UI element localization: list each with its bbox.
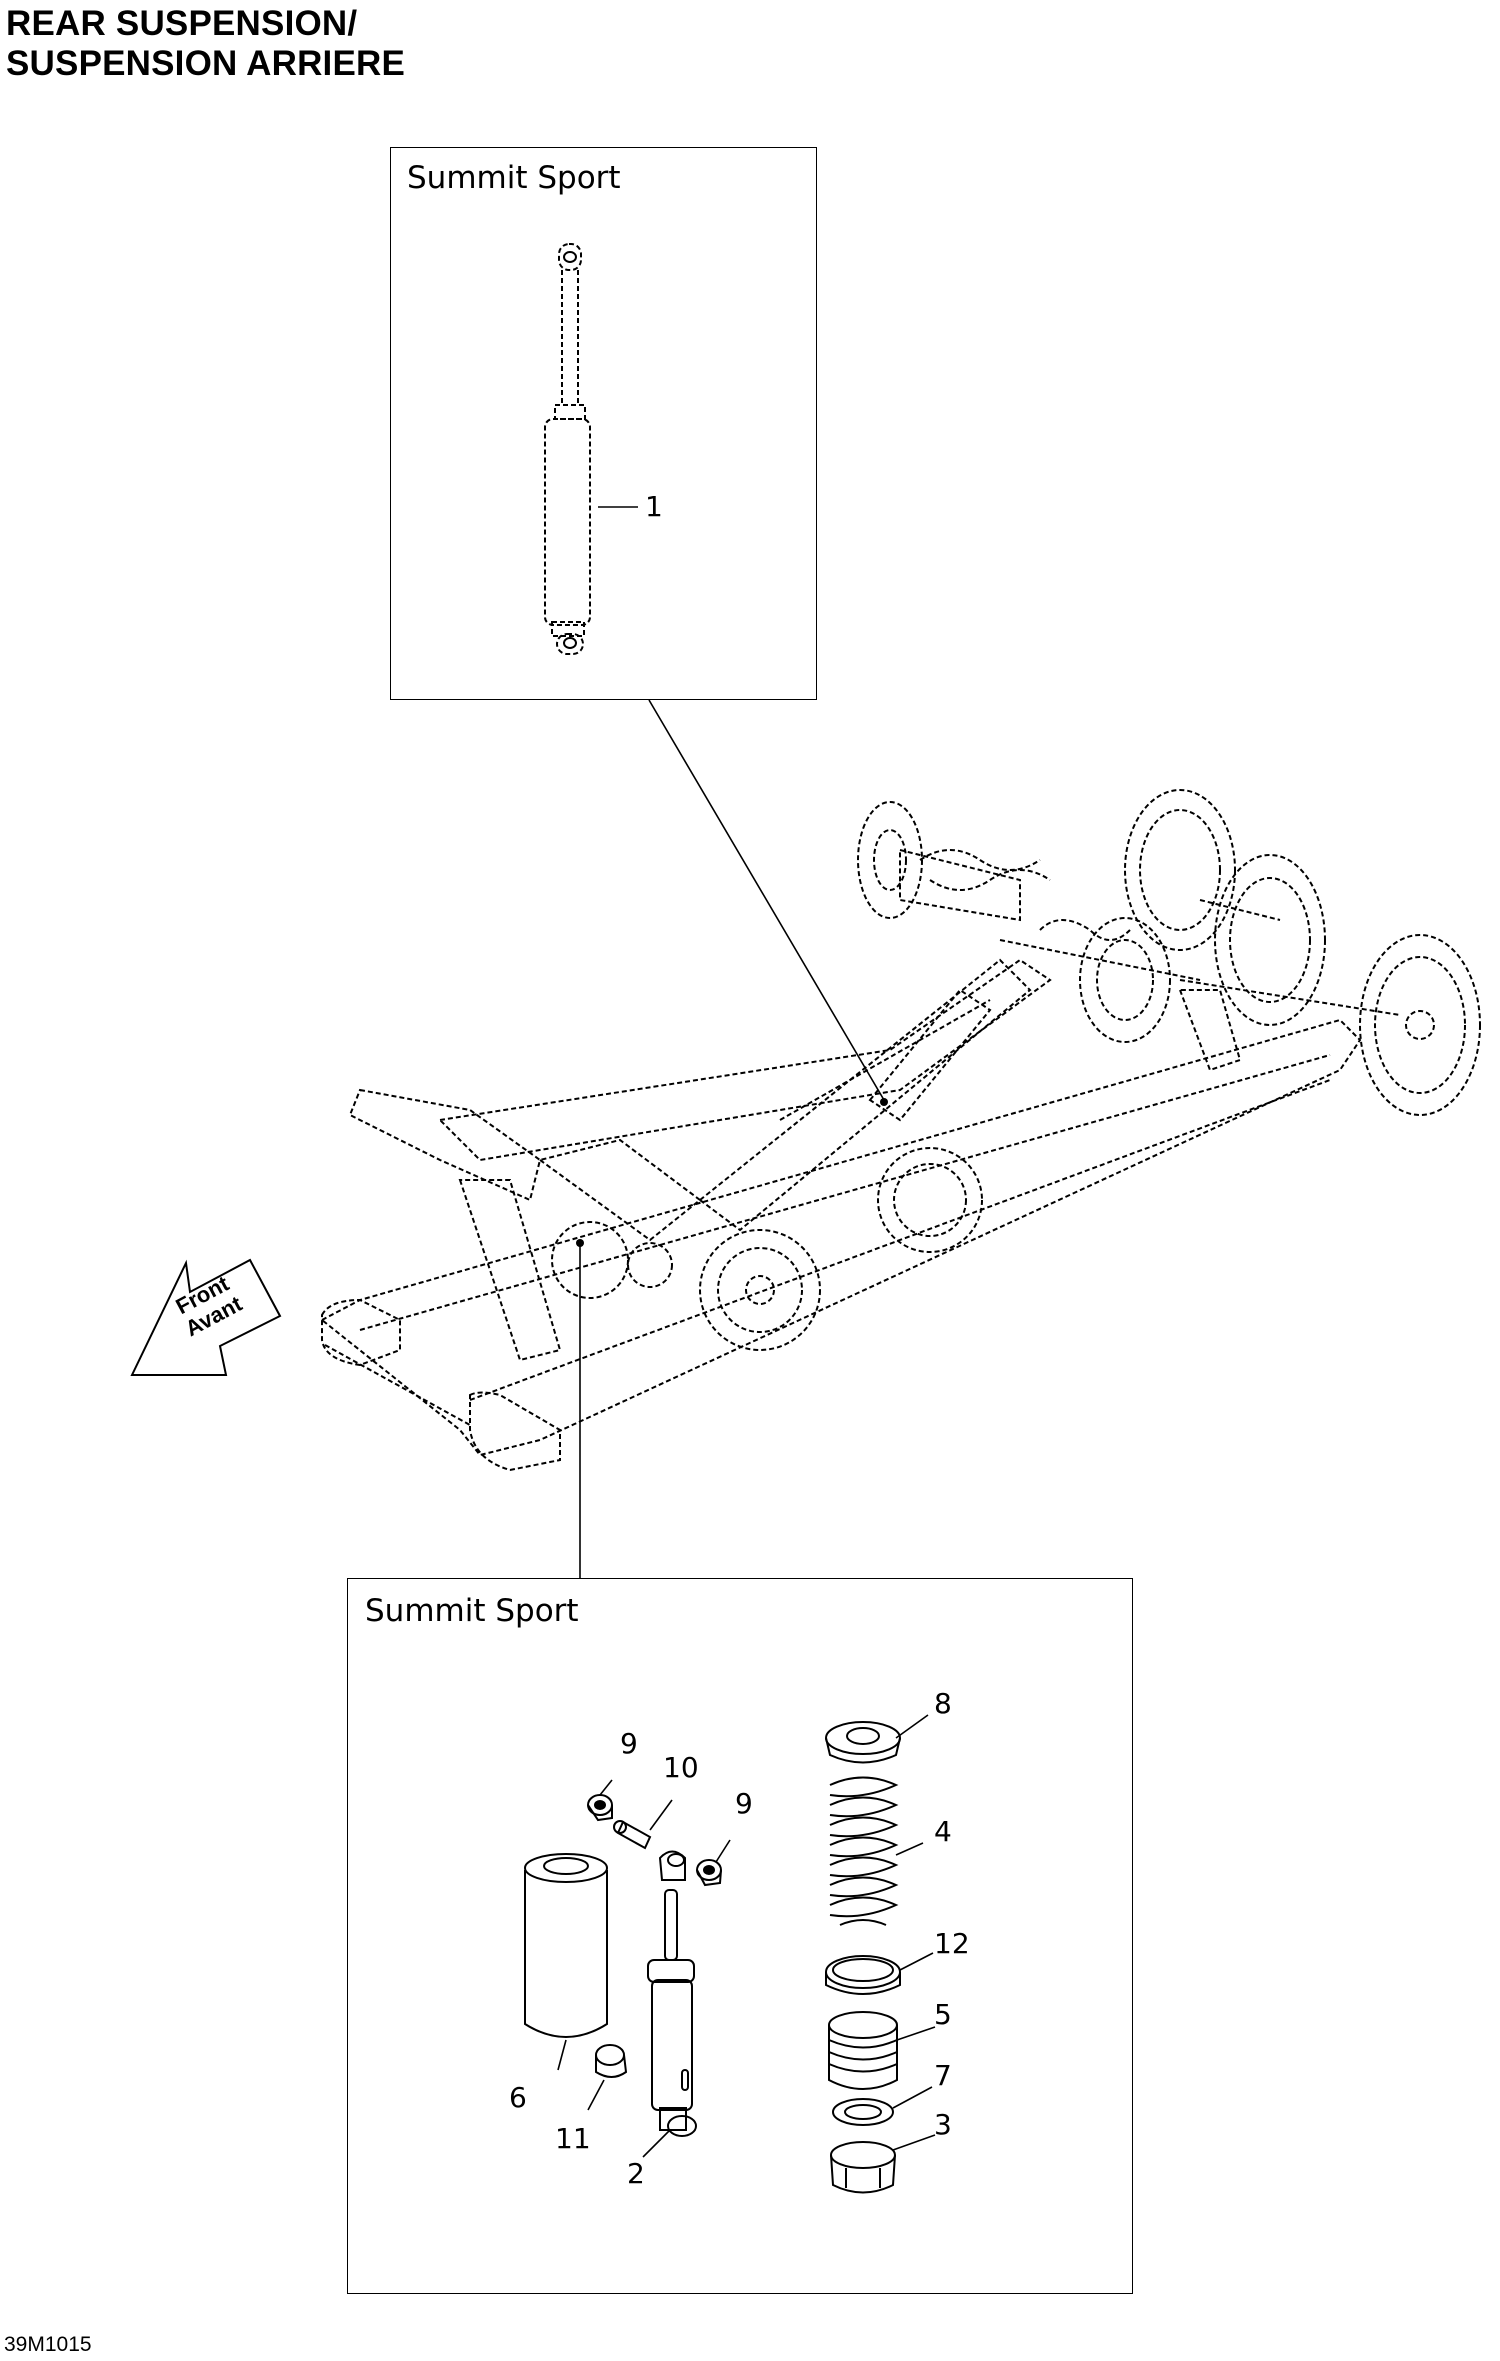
exploded-shock-parts: [524, 1721, 901, 2194]
callout-4: 4: [934, 1815, 952, 1848]
front-direction-arrow: [130, 1258, 282, 1376]
pin-part-10: [613, 1820, 652, 1850]
callout-8: 8: [934, 1687, 952, 1720]
ring-part-12: [825, 1955, 901, 1995]
top-inset-box: [390, 147, 817, 700]
washer-part-7: [832, 2098, 894, 2126]
drawing-code: 39M1015: [4, 2333, 92, 2356]
adjuster-part-5: [828, 2011, 898, 2090]
bushing-part-9a: [587, 1794, 613, 1822]
shock-eye: [658, 1850, 686, 1881]
callout-7: 7: [934, 2059, 952, 2092]
callout-6: 6: [509, 2081, 527, 2114]
callout-11: 11: [555, 2122, 591, 2155]
spring-part-4: [829, 1776, 899, 1926]
callout-2: 2: [627, 2157, 645, 2190]
callout-9b: 9: [735, 1787, 753, 1820]
callout-12: 12: [934, 1927, 970, 1960]
bottom-inset-label: Summit Sport: [365, 1593, 579, 1629]
callout-leaders: [557, 1714, 936, 2158]
nut-part-3: [830, 2141, 896, 2194]
callout-1: 1: [645, 490, 663, 523]
retainer-part-8: [825, 1721, 901, 1764]
callout-9a: 9: [620, 1727, 638, 1760]
bushing-part-11: [595, 2044, 628, 2078]
callout-10: 10: [663, 1751, 699, 1784]
sleeve-part-6: [524, 1853, 608, 2038]
bottom-inset-box: [347, 1578, 1133, 2294]
page-title: REAR SUSPENSION/ SUSPENSION ARRIERE: [6, 4, 405, 84]
shock-body-part-2: [647, 1889, 697, 2137]
top-inset-label: Summit Sport: [407, 160, 621, 196]
callout-3: 3: [934, 2108, 952, 2141]
title-french: SUSPENSION ARRIERE: [6, 44, 406, 83]
callout-5: 5: [934, 1998, 952, 2031]
shock-absorber-top: [544, 243, 591, 655]
bushing-part-9b: [696, 1859, 722, 1887]
title-english: REAR SUSPENSION/: [6, 4, 358, 43]
rear-suspension-assembly: [320, 789, 1481, 1472]
